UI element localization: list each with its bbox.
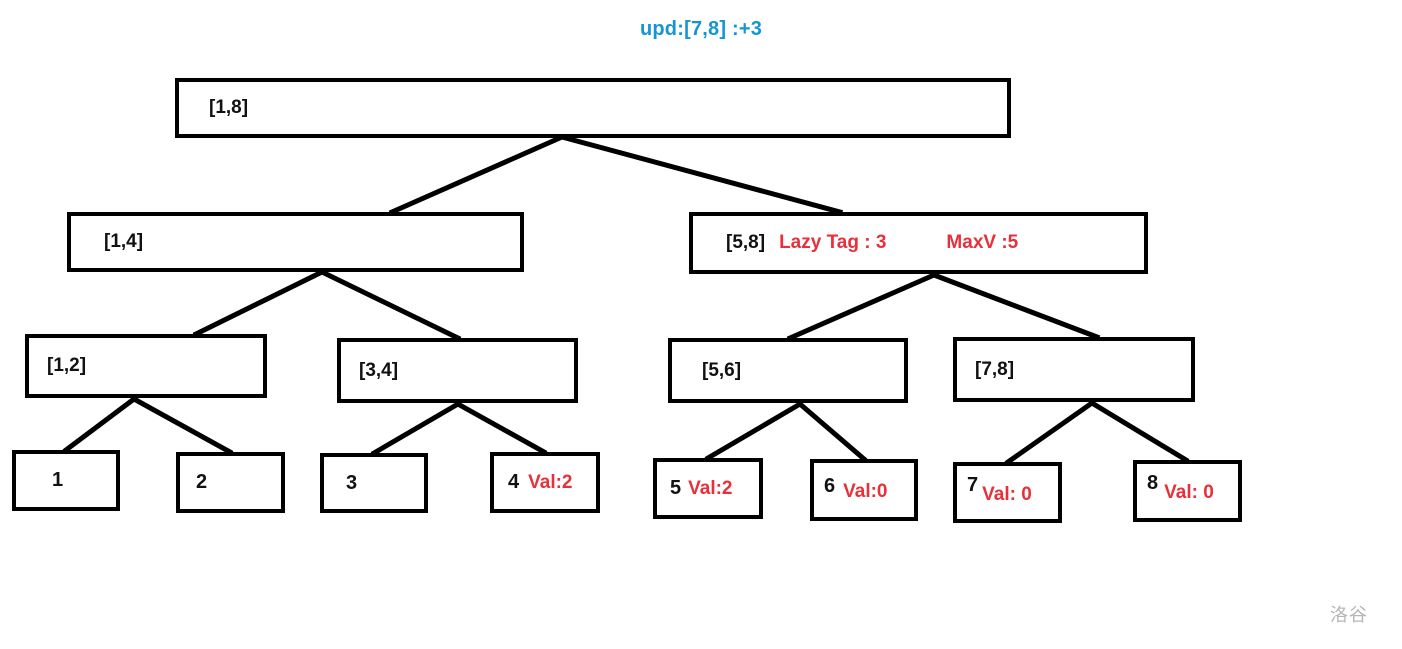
node-val-label: Val:0 [843,481,888,502]
tree-node-1-8[interactable]: [1,8] [175,78,1011,138]
node-range-label: 2 [196,471,208,493]
node-range-label: [5,8] [726,232,766,253]
tree-leaf-4[interactable]: 4 Val:2 [490,452,600,513]
tree-node-5-6[interactable]: [5,6] [668,338,908,403]
edge-5-8-to-5-6 [786,271,938,342]
node-lazy-tag-label: Lazy Tag : 3 [779,232,887,253]
tree-leaf-7[interactable]: 7 Val: 0 [953,462,1062,523]
tree-leaf-6[interactable]: 6 Val:0 [810,459,918,521]
tree-leaf-3[interactable]: 3 [320,453,428,513]
edge-5-6-to-leaf-6 [796,400,868,463]
edge-5-6-to-leaf-5 [704,400,804,462]
edge-root-to-1-4 [388,133,566,216]
tree-node-7-8[interactable]: [7,8] [953,337,1195,402]
edge-1-4-to-1-2 [192,268,326,338]
edge-1-2-to-leaf-2 [130,395,234,456]
node-range-label: [1,4] [104,231,144,252]
node-maxv-label: MaxV :5 [946,232,1019,253]
edge-root-to-5-8 [558,133,844,216]
node-range-label: [1,2] [47,355,87,376]
tree-leaf-8[interactable]: 8 Val: 0 [1133,460,1242,522]
node-val-label: Val: 0 [982,484,1032,505]
node-val-label: Val:2 [688,477,733,499]
node-range-label: 8 [1147,472,1159,494]
edge-1-4-to-3-4 [318,268,462,342]
page-title: upd:[7,8] :+3 [639,18,763,40]
edge-3-4-to-leaf-4 [454,400,548,456]
node-range-label: 6 [824,475,836,497]
edge-7-8-to-leaf-7 [1004,399,1096,466]
node-range-label: 3 [346,471,358,494]
tree-node-1-4[interactable]: [1,4] [67,212,524,272]
node-range-label: [1,8] [209,97,249,118]
edge-3-4-to-leaf-3 [370,400,462,457]
node-range-label: 7 [967,474,979,496]
edge-1-2-to-leaf-1 [62,395,138,454]
edge-7-8-to-leaf-8 [1088,399,1190,464]
node-range-label: [5,6] [702,359,742,381]
node-range-label: 5 [670,477,682,499]
node-range-label: 1 [52,469,64,491]
node-range-label: [7,8] [975,358,1015,380]
edge-5-8-to-7-8 [930,271,1101,341]
tree-leaf-1[interactable]: 1 [12,450,120,511]
node-range-label: 4 [508,471,520,493]
node-range-label: [3,4] [359,359,399,381]
tree-leaf-2[interactable]: 2 [176,452,285,513]
tree-node-5-8[interactable]: [5,8] Lazy Tag : 3 MaxV :5 [689,212,1148,274]
watermark-label: 洛谷 [1330,605,1368,626]
node-val-label: Val: 0 [1164,482,1214,503]
tree-leaf-5[interactable]: 5 Val:2 [653,458,763,519]
tree-node-3-4[interactable]: [3,4] [337,338,578,403]
tree-node-1-2[interactable]: [1,2] [25,334,267,398]
node-val-label: Val:2 [528,471,573,493]
